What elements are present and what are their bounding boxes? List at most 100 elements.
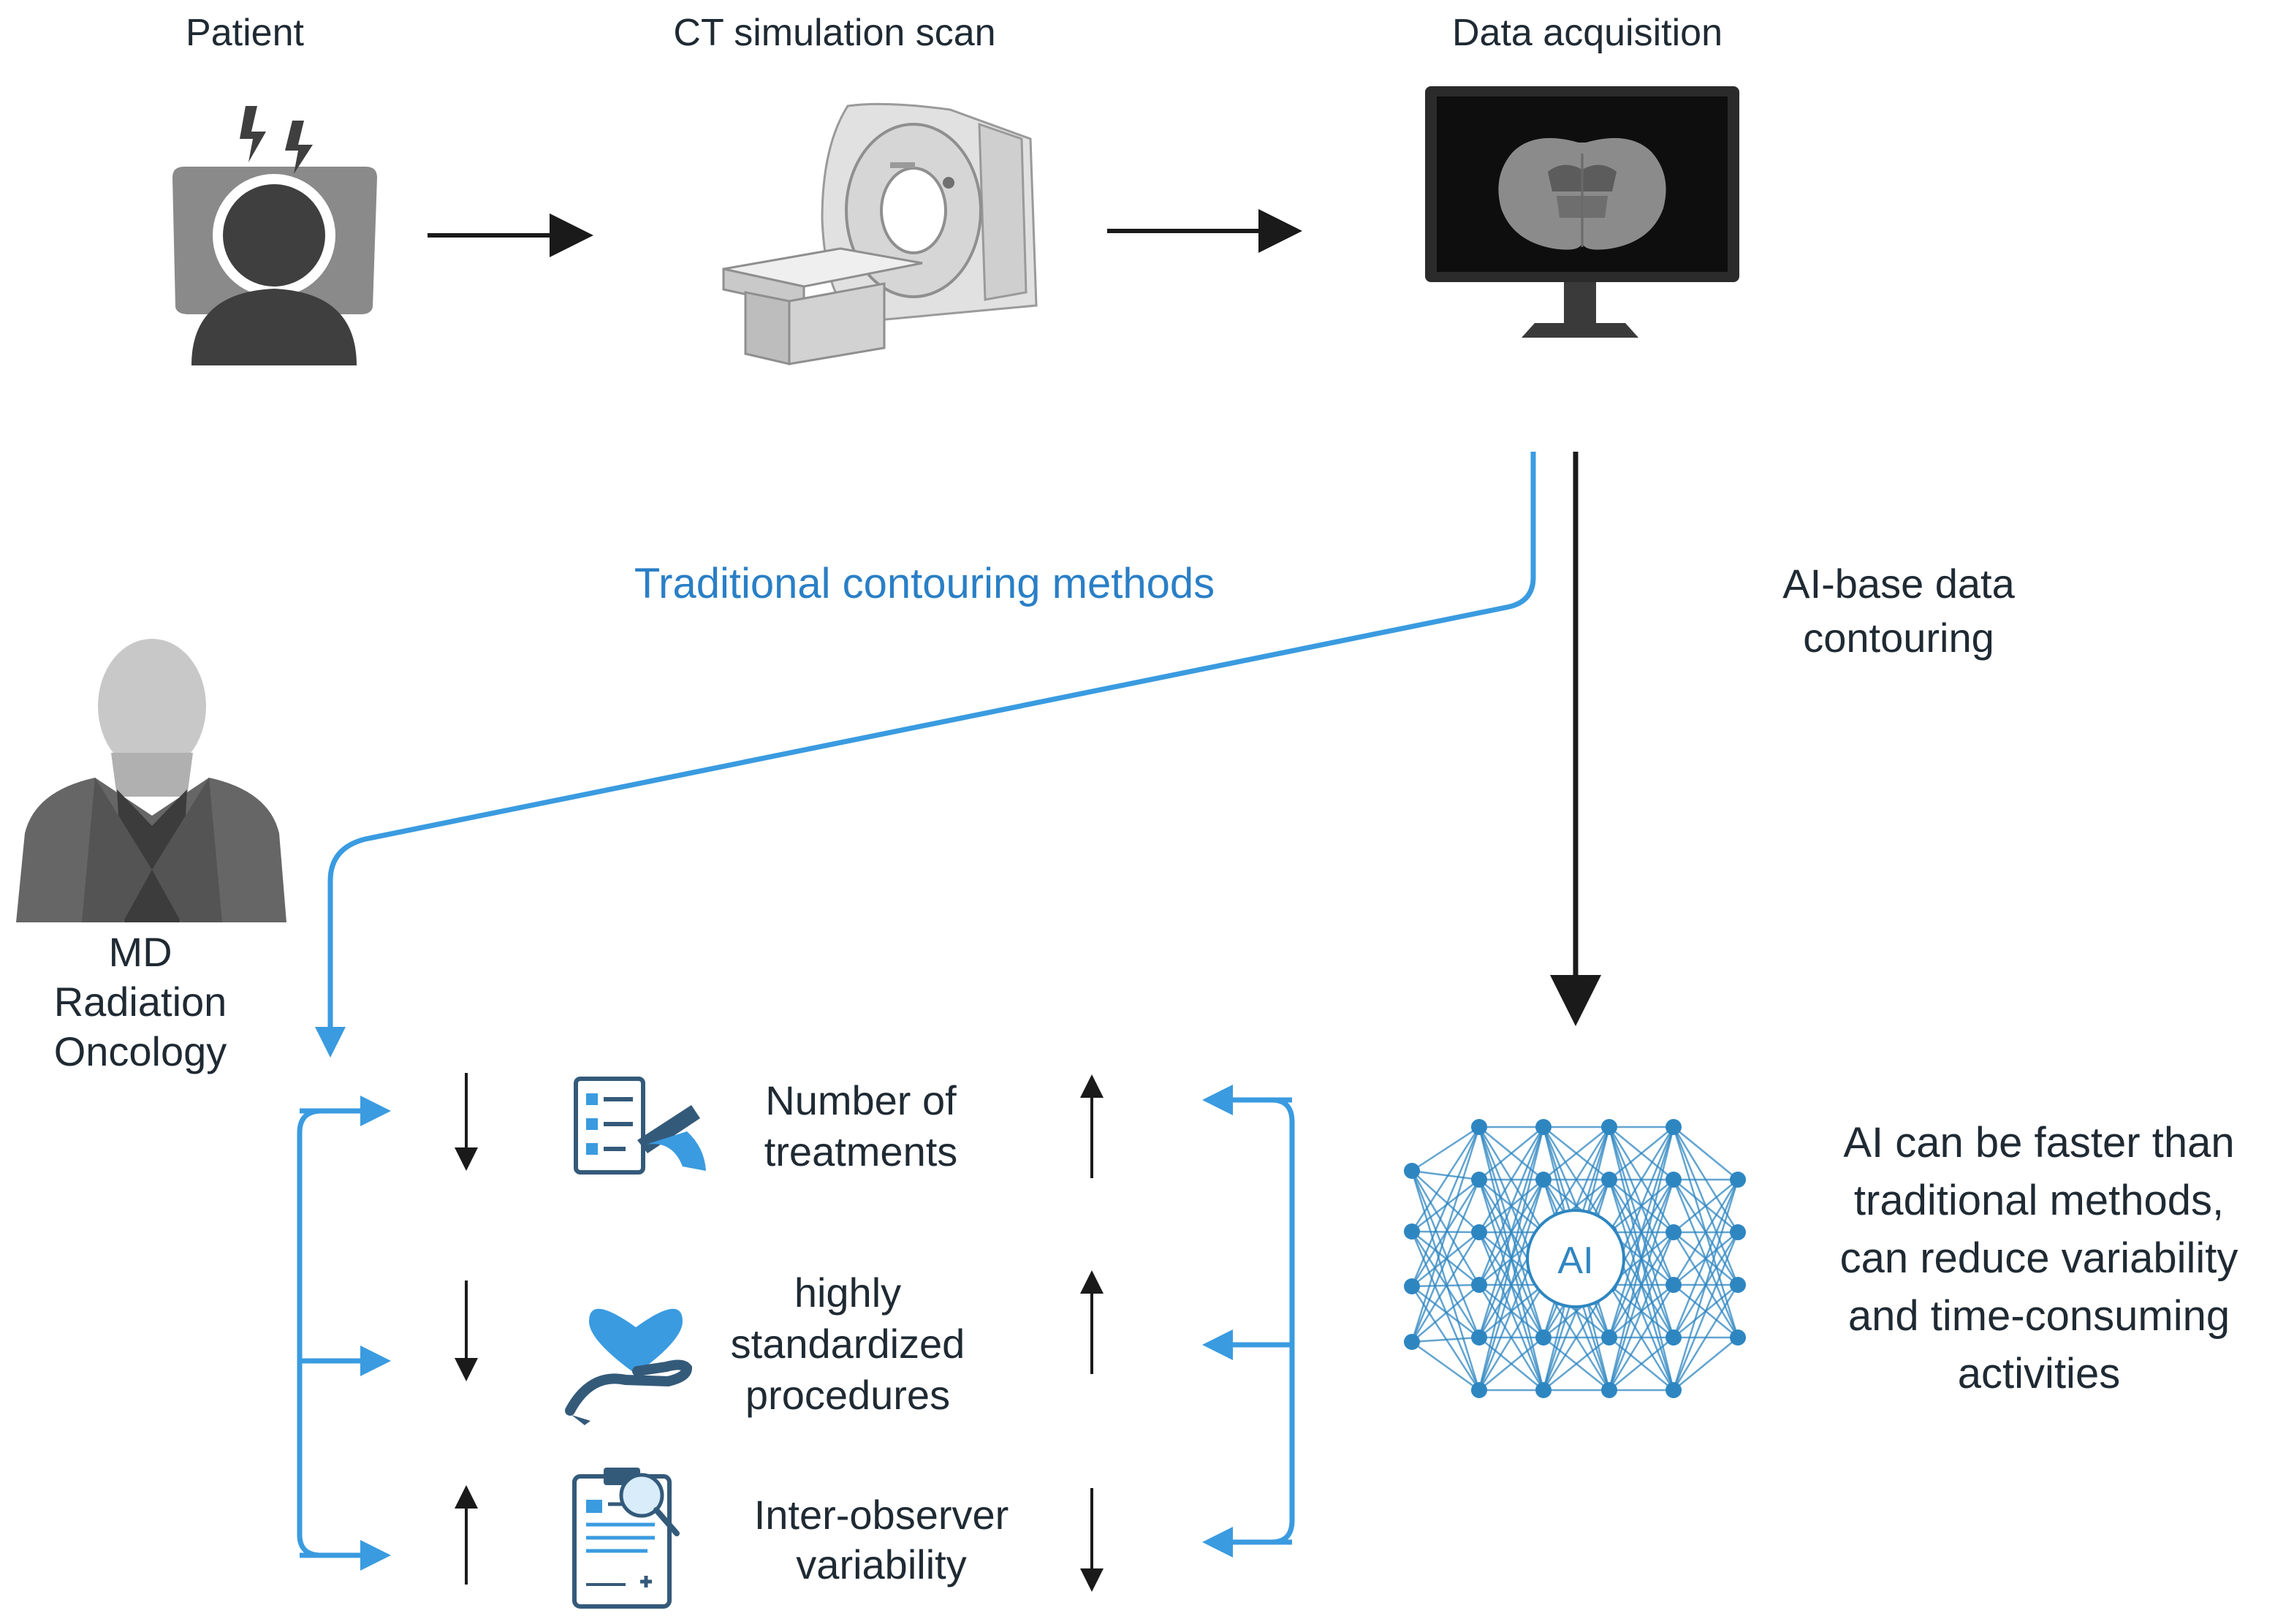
network-edge — [1411, 1169, 1480, 1181]
network-edge — [1410, 1170, 1481, 1391]
network-edge — [1609, 1337, 1674, 1391]
ct-scanner-icon — [722, 102, 1038, 365]
network-node — [1666, 1277, 1682, 1293]
patient-icon — [172, 106, 377, 365]
network-edge — [1410, 1232, 1481, 1343]
network-edge — [1672, 1179, 1739, 1391]
data-acquisition-label: Data acquisition — [1452, 12, 1723, 54]
network-edge — [1411, 1336, 1480, 1343]
physician-label-line2: Radiation — [54, 979, 227, 1025]
network-edge — [1411, 1286, 1480, 1338]
network-edge — [1608, 1126, 1675, 1338]
ai-summary-line1: AI can be faster than — [1843, 1119, 2234, 1166]
network-node — [1535, 1329, 1552, 1346]
network-node — [1601, 1329, 1617, 1346]
network-edge — [1411, 1126, 1480, 1172]
brain-scan-icon — [1498, 137, 1666, 250]
network-edge — [1672, 1179, 1739, 1338]
network-node — [1730, 1224, 1746, 1240]
network-edge — [1673, 1179, 1739, 1233]
procedures-label-line3: procedures — [745, 1372, 950, 1418]
network-node — [1601, 1382, 1617, 1398]
network-edge — [1410, 1126, 1481, 1343]
network-edge — [1411, 1284, 1480, 1343]
patient-label: Patient — [186, 12, 304, 54]
procedures-label-line2: standardized — [731, 1321, 965, 1367]
network-node — [1666, 1329, 1682, 1346]
network-edge — [1672, 1179, 1739, 1286]
network-node — [1535, 1119, 1552, 1135]
network-edge — [1410, 1170, 1481, 1286]
network-node — [1471, 1277, 1487, 1293]
physician-label-line1: MD — [108, 929, 172, 975]
network-node — [1404, 1278, 1420, 1294]
procedures-label-line1: highly — [794, 1270, 901, 1316]
network-edge — [1410, 1179, 1481, 1343]
treatments-label-line2: treatments — [764, 1128, 958, 1175]
network-edge — [1478, 1179, 1545, 1391]
network-node — [1471, 1172, 1487, 1188]
checklist-icon — [574, 1077, 706, 1175]
network-edge — [1478, 1126, 1545, 1391]
monitor-icon — [1425, 86, 1739, 338]
physician-label-line3: Oncology — [54, 1028, 227, 1074]
network-node — [1601, 1172, 1617, 1188]
variability-label-line1: Inter-observer — [754, 1492, 1009, 1538]
network-node — [1666, 1224, 1682, 1240]
variability-label-line2: variability — [796, 1541, 966, 1587]
pain-bolt-icon — [240, 106, 266, 162]
network-edge — [1608, 1179, 1675, 1391]
network-edge — [1478, 1126, 1544, 1180]
network-node — [1404, 1223, 1420, 1240]
traditional-path-line — [315, 452, 1536, 1058]
network-node — [1730, 1277, 1746, 1293]
network-edge — [1543, 1337, 1610, 1391]
network-edge — [1478, 1284, 1545, 1391]
ai-contouring-label-line1: AI-base data — [1782, 561, 2015, 607]
network-edge — [1410, 1126, 1481, 1287]
traditional-methods-label: Traditional contouring methods — [634, 560, 1215, 607]
network-node — [1666, 1119, 1682, 1135]
heart-hand-icon — [565, 1308, 693, 1425]
network-edge — [1673, 1126, 1739, 1180]
ai-summary-line3: can reduce variability — [1840, 1234, 2238, 1282]
neural-network-icon — [1404, 1119, 1746, 1398]
network-edge — [1608, 1126, 1675, 1233]
network-edge — [1478, 1126, 1545, 1233]
clipboard-search-icon — [572, 1468, 680, 1609]
network-node — [1666, 1172, 1682, 1188]
network-edge — [1608, 1284, 1675, 1391]
network-node — [1471, 1329, 1487, 1346]
ai-summary-line2: traditional methods, — [1854, 1177, 2224, 1224]
right-bracket — [1213, 1097, 1295, 1545]
ai-contouring-label-line2: contouring — [1803, 615, 1994, 661]
network-node — [1471, 1119, 1487, 1135]
network-node — [1730, 1329, 1746, 1346]
network-node — [1471, 1382, 1487, 1398]
network-edge — [1672, 1232, 1739, 1391]
network-node — [1471, 1224, 1487, 1240]
treatments-label-line1: Number of — [765, 1077, 957, 1123]
network-edge — [1410, 1126, 1481, 1232]
network-node — [1404, 1163, 1420, 1179]
network-edge — [1672, 1284, 1739, 1391]
ct-scan-label: CT simulation scan — [673, 12, 995, 54]
ai-summary-line4: and time-consuming — [1848, 1292, 2230, 1340]
network-edge — [1410, 1231, 1481, 1338]
network-edge — [1673, 1337, 1739, 1391]
physician-icon — [16, 639, 286, 922]
network-node — [1730, 1172, 1746, 1188]
network-edge — [1608, 1232, 1675, 1391]
network-edge — [1410, 1170, 1481, 1338]
network-edge — [1411, 1170, 1480, 1233]
network-edge — [1478, 1126, 1545, 1286]
network-node — [1535, 1172, 1552, 1188]
network-node — [1535, 1382, 1552, 1398]
network-edge — [1608, 1126, 1675, 1391]
network-node — [1404, 1334, 1420, 1350]
left-bracket — [297, 1108, 384, 1558]
network-edge — [1478, 1337, 1544, 1391]
network-node — [1666, 1382, 1682, 1398]
ai-summary-line5: activities — [1958, 1350, 2120, 1397]
